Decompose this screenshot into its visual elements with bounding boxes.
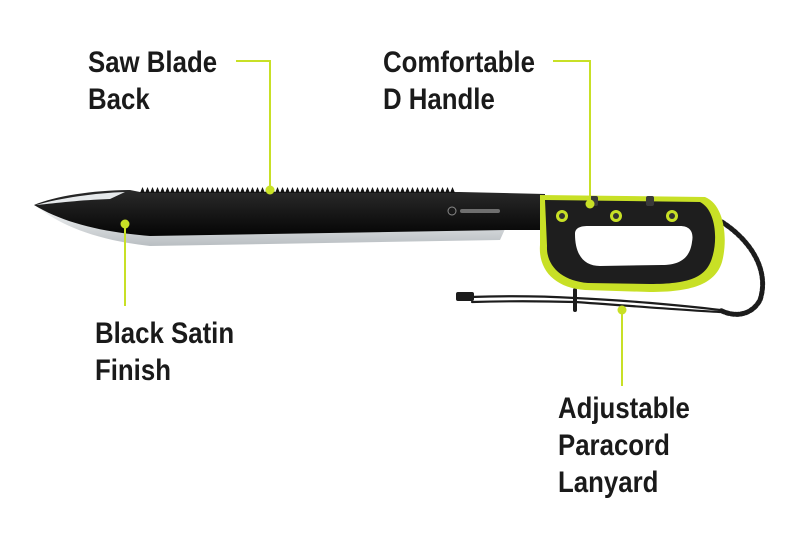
- callout-line: Adjustable: [558, 392, 690, 425]
- callout-black-satin-finish: Black Satin Finish: [95, 315, 234, 389]
- d-handle: [539, 195, 725, 292]
- callout-line: D Handle: [383, 83, 495, 116]
- callout-saw-blade-back: Saw Blade Back: [88, 44, 217, 118]
- brand-logo: [447, 206, 500, 216]
- callout-line: Comfortable: [383, 46, 535, 79]
- callout-line: Black Satin: [95, 317, 235, 350]
- leader-dots: [120, 185, 627, 315]
- callout-paracord-lanyard: Adjustable Paracord Lanyard: [558, 390, 690, 501]
- paracord-lanyard: [456, 219, 766, 317]
- leader-lines: [124, 60, 623, 386]
- callout-line: Finish: [95, 354, 171, 387]
- blade: [34, 190, 545, 246]
- saw-teeth-row: [140, 187, 455, 193]
- callout-d-handle: Comfortable D Handle: [383, 44, 535, 118]
- callout-line: Lanyard: [558, 466, 659, 499]
- saw-teeth: [140, 187, 455, 193]
- callout-line: Saw Blade: [88, 46, 218, 79]
- callout-line: Paracord: [558, 429, 670, 462]
- callout-line: Back: [88, 83, 150, 116]
